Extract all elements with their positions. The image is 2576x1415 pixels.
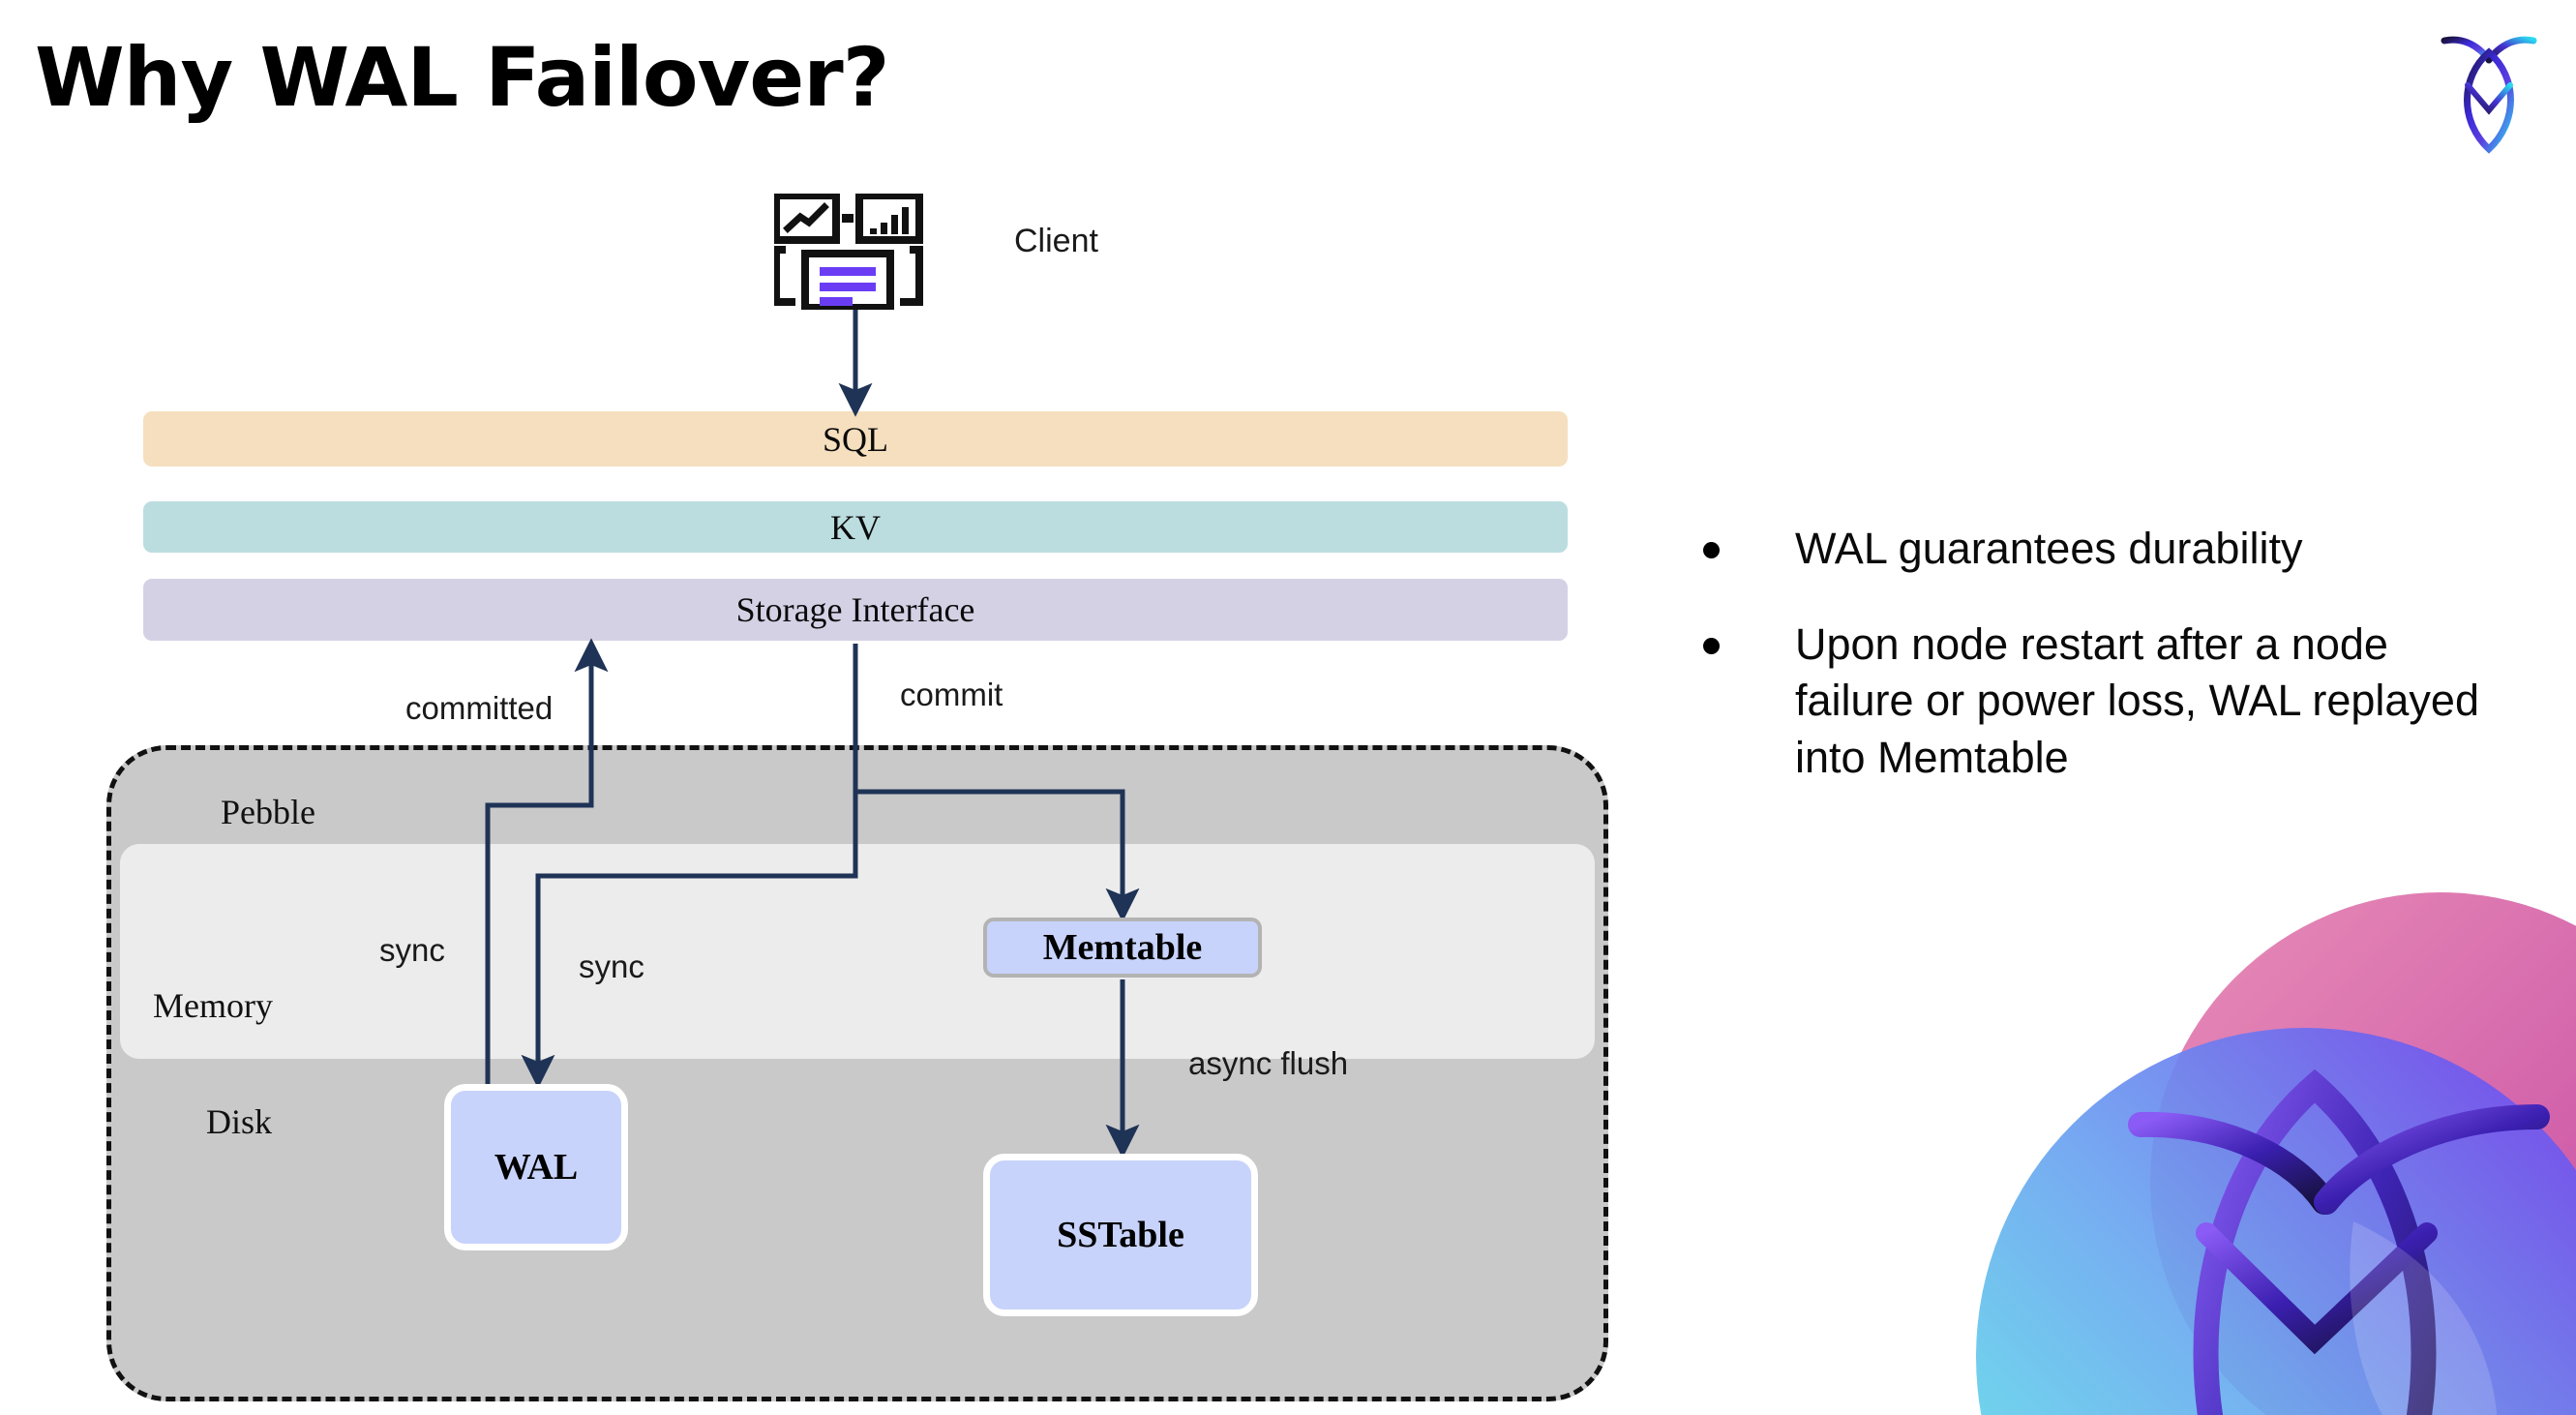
bullet-text: WAL guarantees durability — [1795, 524, 2303, 573]
list-item: WAL guarantees durability — [1703, 521, 2497, 578]
node-sstable: SSTable — [983, 1154, 1258, 1316]
edge-label-commit: commit — [900, 677, 1003, 712]
node-sstable-label: SSTable — [1057, 1215, 1184, 1255]
edge-label-sync-left: sync — [379, 932, 445, 968]
layer-bar-storage-interface-label: Storage Interface — [735, 590, 975, 629]
bullet-text: Upon node restart after a node failure o… — [1795, 618, 2479, 782]
list-item: Upon node restart after a node failure o… — [1703, 617, 2497, 787]
edge-label-sync-right: sync — [579, 948, 644, 984]
layer-bar-sql: SQL — [143, 411, 1568, 467]
cockroachdb-decorative-circles — [1899, 892, 2576, 1415]
client-label: Client — [1014, 223, 1098, 259]
memory-region — [120, 844, 1595, 1059]
layer-bar-storage-interface: Storage Interface — [143, 579, 1568, 641]
memory-label: Memory — [153, 986, 273, 1025]
layer-bar-kv-label: KV — [830, 507, 881, 547]
layer-bar-sql-label: SQL — [822, 419, 888, 459]
bullet-dot-icon — [1703, 637, 1720, 654]
bullet-dot-icon — [1703, 542, 1720, 558]
page-title: Why WAL Failover? — [35, 30, 889, 125]
node-memtable-label: Memtable — [1042, 927, 1203, 968]
node-wal-label: WAL — [494, 1147, 579, 1188]
bullet-list: WAL guarantees durability Upon node rest… — [1703, 521, 2497, 825]
client-terminal-icon — [774, 194, 923, 310]
disk-label: Disk — [206, 1102, 273, 1141]
layer-bar-kv: KV — [143, 501, 1568, 553]
edge-label-committed: committed — [405, 690, 554, 726]
cockroachdb-logo-icon — [2441, 36, 2537, 154]
node-memtable: Memtable — [983, 918, 1262, 978]
node-wal: WAL — [444, 1084, 628, 1250]
pebble-label: Pebble — [221, 793, 315, 831]
edge-label-async-flush: async flush — [1188, 1045, 1349, 1081]
